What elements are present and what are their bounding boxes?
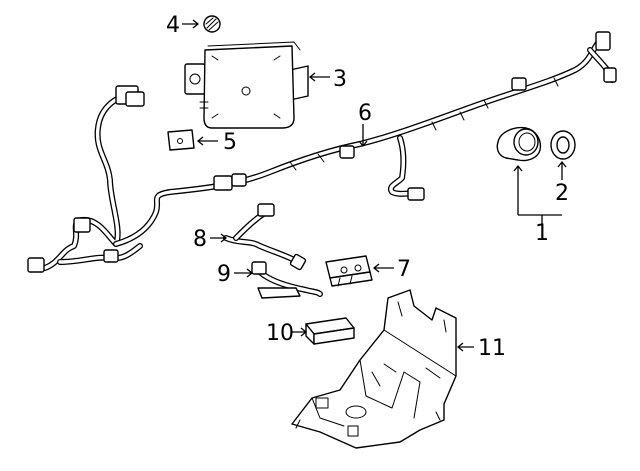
clip-part[interactable] (167, 129, 195, 151)
screw-part[interactable] (203, 15, 221, 33)
callout-3: 3 (333, 67, 347, 92)
wire-lead-part-2[interactable] (251, 261, 323, 299)
callout-labels: 1 2 3 4 5 6 7 8 9 10 11 (166, 13, 569, 361)
callout-7: 7 (397, 257, 411, 282)
callout-6: 6 (358, 101, 372, 126)
wiring-harness-part[interactable] (27, 31, 617, 273)
callout-1: 1 (535, 221, 549, 246)
callout-4: 4 (166, 13, 180, 38)
wire-lead-part[interactable] (223, 203, 307, 271)
mounting-bracket-part[interactable] (291, 289, 457, 449)
callout-2: 2 (555, 181, 569, 206)
bezel-part[interactable] (496, 126, 542, 162)
callout-5: 5 (223, 130, 237, 155)
callout-11: 11 (478, 336, 506, 361)
leader-lines (182, 19, 567, 352)
module-block-part[interactable] (305, 317, 355, 345)
control-module-part[interactable] (184, 41, 309, 129)
seal-ring-part[interactable] (550, 130, 576, 160)
connector-part[interactable] (325, 255, 373, 287)
callout-10: 10 (266, 321, 294, 346)
callout-8: 8 (193, 227, 207, 252)
callout-9: 9 (217, 262, 231, 287)
